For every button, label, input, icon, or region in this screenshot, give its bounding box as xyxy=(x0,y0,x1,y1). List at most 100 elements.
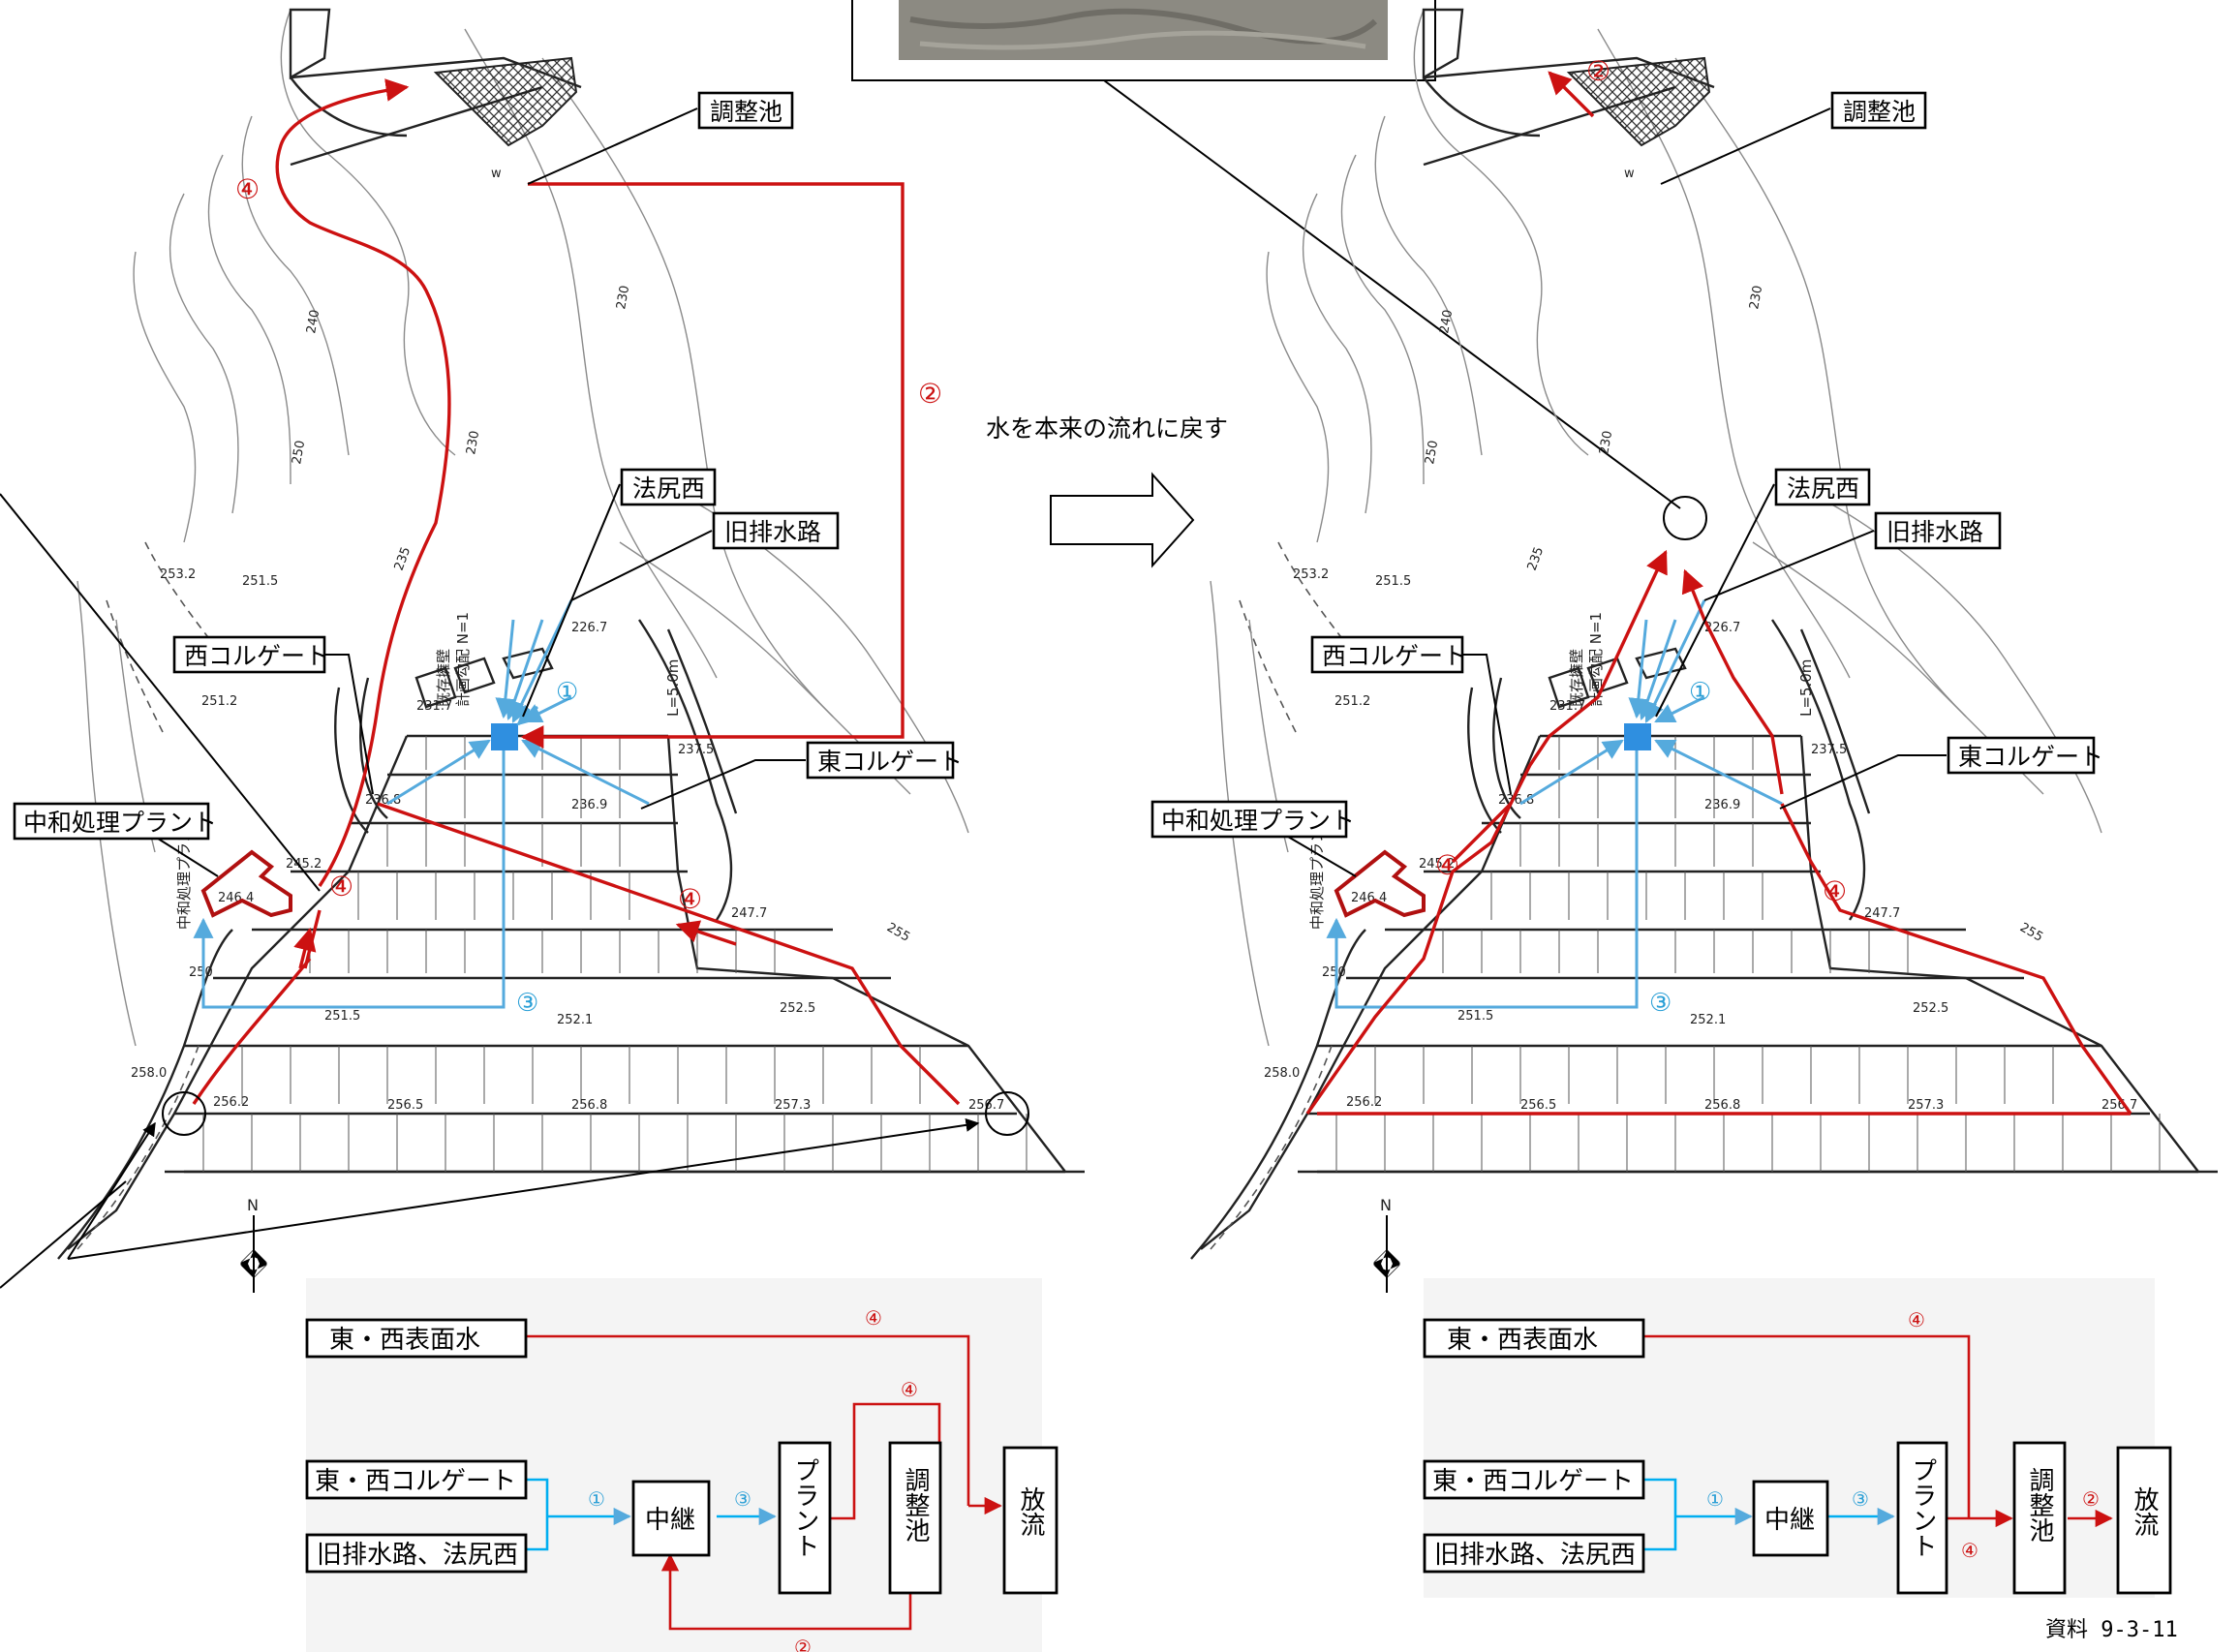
contour-label: 235 xyxy=(1525,545,1548,572)
svg-text:東・西コルゲート: 東・西コルゲート xyxy=(315,1467,516,1496)
flow-number: ④ xyxy=(865,1306,882,1330)
elevation-label: 236.9 xyxy=(571,798,607,812)
flow-box-relay: 中継 xyxy=(631,1480,711,1557)
svg-text:旧排水路: 旧排水路 xyxy=(724,518,821,546)
contour-label: 250 xyxy=(1423,440,1441,466)
plant-side-label: 中和処理プラント xyxy=(175,813,193,930)
blue-routes xyxy=(1326,599,1783,1009)
label-plant: 中和処理プラント xyxy=(1150,800,1357,877)
svg-text:中和処理プラント: 中和処理プラント xyxy=(1161,807,1355,835)
photo-inset xyxy=(851,0,1681,509)
flow-number: ④ xyxy=(901,1378,918,1401)
elevation-label: 257.3 xyxy=(775,1098,811,1113)
elevation-label: 253.2 xyxy=(1293,567,1329,582)
elevation-label: 256.5 xyxy=(387,1098,423,1113)
contour-label: 230 xyxy=(614,285,632,311)
contour-label: 235 xyxy=(392,545,414,572)
contour-label: 250 xyxy=(1322,965,1346,980)
label-west-gate: 西コルゲート xyxy=(172,635,374,795)
svg-text:調整池: 調整池 xyxy=(2025,1467,2054,1543)
elevation-label: 253.2 xyxy=(160,567,196,582)
svg-text:東コルゲート: 東コルゲート xyxy=(817,748,963,776)
flow-box-relay: 中継 xyxy=(1752,1480,1829,1557)
document-reference: 資料 9-3-11 xyxy=(2045,1618,2178,1642)
elevation-label: 258.0 xyxy=(1264,1066,1300,1081)
route-number: ④ xyxy=(678,883,702,915)
svg-text:西コルゲート: 西コルゲート xyxy=(184,642,329,670)
relay-station xyxy=(491,723,518,750)
flow-box-gate: 東・西コルゲート xyxy=(1423,1459,1645,1500)
red-routes xyxy=(192,78,961,1106)
elevation-label: 236.9 xyxy=(1704,798,1740,812)
plant-outline xyxy=(1334,849,1426,918)
elevation-label: 245.2 xyxy=(286,857,322,872)
route-number: ① xyxy=(556,678,578,707)
route-number: ④ xyxy=(329,871,353,902)
elevation-label: 256.2 xyxy=(213,1095,249,1110)
elevation-label: 251.2 xyxy=(1334,694,1370,709)
contour-label: 240 xyxy=(304,309,322,335)
svg-text:プラント: プラント xyxy=(790,1457,819,1558)
label-old-drain: 旧排水路 xyxy=(570,511,840,601)
elevation-label: 256.8 xyxy=(571,1098,607,1113)
svg-text:中和処理プラント: 中和処理プラント xyxy=(23,809,217,837)
elevation-label: 237.5 xyxy=(1811,743,1847,757)
transition: 水を本来の流れに戻す xyxy=(986,414,1228,568)
flow-box-pond: 調整池 xyxy=(888,1441,942,1595)
label-east-gate: 東コルゲート xyxy=(1779,736,2103,810)
right-arrow-icon xyxy=(1050,472,1195,568)
svg-text:東コルゲート: 東コルゲート xyxy=(1958,743,2103,771)
route-number: ④ xyxy=(235,173,260,205)
contour-label: 230 xyxy=(1747,285,1765,311)
flow-box-surface: 東・西表面水 xyxy=(1423,1318,1645,1359)
red-routes xyxy=(1305,71,2132,1116)
elevation-label: 251.5 xyxy=(1375,574,1411,589)
elevation-label: 236.8 xyxy=(365,793,401,808)
plant-side-label: 中和処理プラント xyxy=(1308,813,1326,930)
slope-length: L=5.0m xyxy=(664,659,682,717)
flow-number: ④ xyxy=(1908,1308,1925,1331)
route-number: ③ xyxy=(1649,989,1672,1018)
svg-text:中継: 中継 xyxy=(645,1506,695,1535)
slope-note: 計画勾配 N=1 xyxy=(454,612,472,707)
slope-note: 計画勾配 N=1 xyxy=(1587,612,1605,707)
north-label: N xyxy=(1380,1196,1392,1214)
blue-routes xyxy=(193,599,650,1009)
contour-label: 250 xyxy=(290,440,308,466)
flow-number: ① xyxy=(1706,1487,1724,1511)
flow-box-discharge: 放流 xyxy=(2116,1446,2172,1595)
plant-outline xyxy=(200,849,292,918)
flow-box-pond: 調整池 xyxy=(2012,1441,2067,1595)
elevation-label: 257.3 xyxy=(1908,1098,1944,1113)
flow-number: ③ xyxy=(1852,1487,1869,1511)
flow-box-plant: プラント xyxy=(778,1441,832,1595)
elevation-label: 236.8 xyxy=(1498,793,1534,808)
svg-text:東・西表面水: 東・西表面水 xyxy=(1447,1326,1598,1355)
left-flow-diagram: 東・西表面水 東・西コルゲート 旧排水路、法尻西 中継 プラント 調整池 放流 … xyxy=(305,1278,1058,1652)
route-number: ② xyxy=(1586,55,1610,87)
route-number: ④ xyxy=(1435,849,1459,881)
svg-text:プラント: プラント xyxy=(1908,1457,1937,1558)
elevation-label: 256.7 xyxy=(968,1098,1004,1113)
elevation-label: 256.8 xyxy=(1704,1098,1740,1113)
elevation-label: 247.7 xyxy=(1864,906,1900,921)
contour-label: 255 xyxy=(2017,920,2045,944)
svg-text:中継: 中継 xyxy=(1764,1506,1815,1535)
svg-text:東・西コルゲート: 東・西コルゲート xyxy=(1432,1467,1634,1496)
relay-station xyxy=(1624,723,1651,750)
elevation-label: 251.5 xyxy=(324,1009,360,1024)
left-site-map: 251.5 253.2 251.2 226.7 231.7 237.5 236.… xyxy=(0,8,1087,1295)
pond-mark: w xyxy=(491,167,502,181)
flow-box-surface: 東・西表面水 xyxy=(305,1318,528,1359)
elevation-label: 231.7 xyxy=(416,699,452,714)
contour-label: 255 xyxy=(884,920,912,944)
flow-number: ③ xyxy=(734,1487,751,1511)
svg-text:法尻西: 法尻西 xyxy=(632,474,705,503)
label-pond: 調整池 xyxy=(1660,91,1927,185)
pond-mark: w xyxy=(1624,167,1635,181)
elevation-label: 226.7 xyxy=(571,621,607,635)
flow-number: ④ xyxy=(1961,1539,1978,1562)
flow-number: ② xyxy=(794,1636,812,1652)
flow-box-plant: プラント xyxy=(1896,1441,1948,1595)
